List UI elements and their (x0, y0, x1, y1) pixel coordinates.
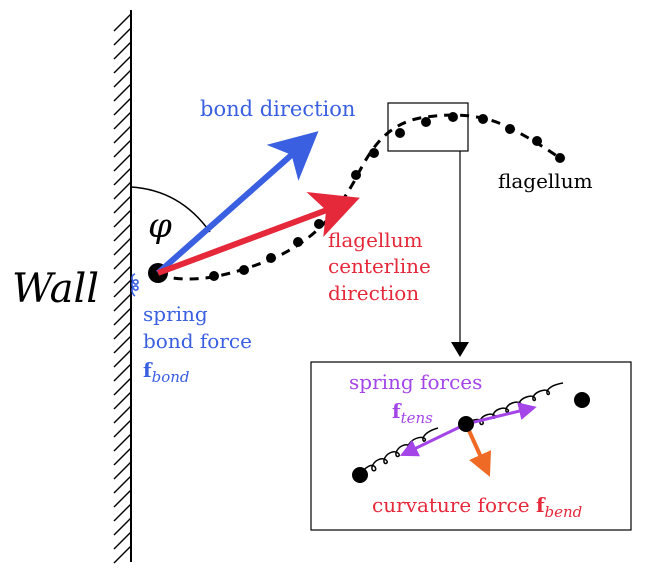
bead (532, 136, 542, 146)
angle-arc (130, 186, 211, 233)
wall-hatch-line (113, 461, 132, 480)
wall-hatch-line (113, 489, 132, 508)
bead (505, 124, 515, 134)
tension-arrow-right (465, 402, 537, 426)
wall-hatch-line (113, 209, 132, 228)
wall-hatch-line (113, 195, 132, 214)
spring-label-line1: spring (143, 302, 208, 326)
bead (314, 219, 324, 229)
wall-hatch-line (113, 545, 132, 564)
wall (113, 10, 132, 564)
wall-hatch-line (113, 405, 132, 424)
wall-hatch-line (113, 237, 132, 256)
wall-hatch-line (113, 55, 132, 74)
bead (555, 153, 565, 163)
wall-hatch-line (113, 139, 132, 158)
wall-hatch-line (113, 475, 132, 494)
bead (266, 253, 276, 263)
wall-hatch-line (113, 111, 132, 130)
inset-bead-center (458, 416, 474, 432)
f-bond-symbol: f (143, 358, 153, 382)
f-bend-symbol: f (536, 493, 546, 517)
inset-bead-right (574, 392, 590, 408)
angle-phi: φ (130, 186, 211, 272)
wall-hatch-line (113, 349, 132, 368)
wall-hatch-line (113, 251, 132, 270)
tension-arrow-left (399, 422, 467, 457)
wall-hatch-line (113, 125, 132, 144)
wall-hatch-line (113, 293, 132, 312)
wall-hatch-line (113, 391, 132, 410)
inset-frame (310, 361, 632, 531)
flagellum-label: flagellum (498, 169, 593, 193)
wall-hatch-line (113, 13, 132, 32)
inset-bead-left (352, 467, 368, 483)
bead (351, 170, 361, 180)
zoom-box (387, 102, 469, 152)
wall-hatch-line (113, 153, 132, 172)
wall-hatch-line (113, 321, 132, 340)
wall-hatch-line (113, 307, 132, 326)
bead (209, 271, 219, 281)
f-bond-label: fbond (143, 358, 190, 386)
wall-hatch-line (113, 517, 132, 536)
bond-spring (131, 273, 139, 297)
wall-hatch-line (113, 363, 132, 382)
f-tens-subscript: tens (401, 409, 434, 427)
wall-hatch-line (113, 531, 132, 550)
centerline-label-line3: direction (328, 281, 419, 305)
wall-hatching (113, 13, 132, 564)
wall-hatch-line (113, 181, 132, 200)
wall-hatch-line (113, 27, 132, 46)
curvature-force-label: curvature force fbend (372, 493, 582, 521)
bead (421, 117, 431, 127)
f-tens-symbol: f (392, 399, 402, 423)
centerline-label-line1: flagellum (328, 228, 423, 252)
wall-hatch-line (113, 167, 132, 186)
bead (293, 237, 303, 247)
wall-hatch-line (113, 335, 132, 354)
spring-label-line2: bond force (143, 329, 252, 353)
wall-hatch-line (113, 69, 132, 88)
wall-label: Wall (12, 266, 99, 312)
wall-hatch-line (113, 419, 132, 438)
phi-label: φ (148, 206, 172, 246)
bead (369, 148, 379, 158)
wall-hatch-line (113, 377, 132, 396)
zoom-arrowhead (451, 342, 469, 357)
inset-spring-left (359, 427, 439, 476)
bead (448, 112, 458, 122)
f-tens-label: ftens (392, 399, 433, 427)
curvature-force-text: curvature force (372, 493, 536, 517)
wall-hatch-line (113, 447, 132, 466)
wall-hatch-line (113, 97, 132, 116)
wall-hatch-line (113, 503, 132, 522)
bead (478, 114, 488, 124)
bond-direction-label: bond direction (200, 97, 355, 121)
inset-panel: spring forces ftens curvature force fben… (310, 361, 632, 531)
wall-hatch-line (113, 83, 132, 102)
wall-hatch-line (113, 433, 132, 452)
wall-hatch-line (113, 265, 132, 284)
f-bend-subscript: bend (545, 503, 583, 521)
bond-direction-arrow (156, 131, 319, 276)
spring-forces-label: spring forces (349, 370, 482, 394)
centerline-label-line2: centerline (328, 254, 431, 278)
wall-hatch-line (113, 223, 132, 242)
bead (395, 128, 405, 138)
wall-hatch-line (113, 41, 132, 60)
wall-hatch-line (113, 279, 132, 298)
f-bond-subscript: bond (152, 368, 190, 386)
centerline-direction-arrow (156, 191, 360, 276)
bead (239, 265, 249, 275)
